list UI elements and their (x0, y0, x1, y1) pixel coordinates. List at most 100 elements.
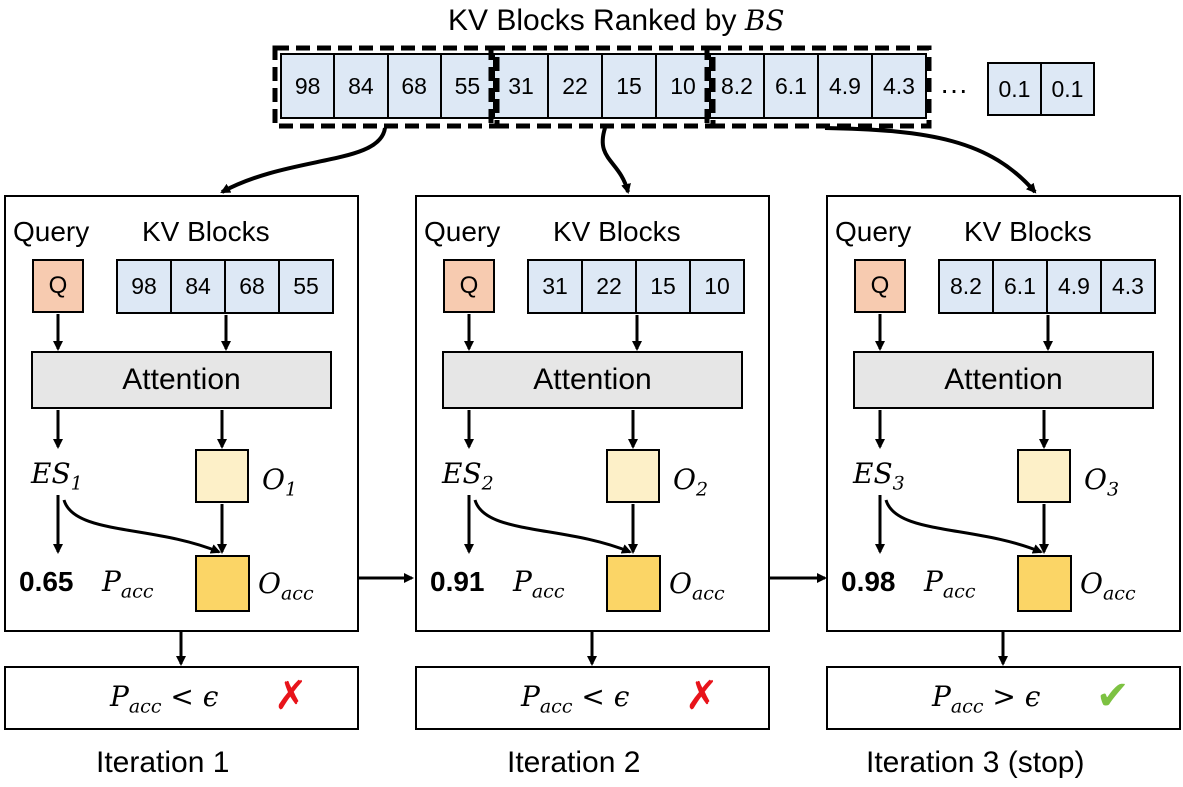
iteration-caption: Iteration 2 (507, 746, 641, 779)
cond-p-symbol: P (521, 680, 540, 713)
es-symbol: ES (442, 457, 482, 490)
partial-output-box (1017, 449, 1071, 503)
o-acc-label: Oacc (669, 570, 725, 604)
p-subscript: acc (942, 580, 976, 603)
ranked-block: 98 (294, 72, 321, 99)
cond-p-symbol: P (932, 680, 951, 713)
es-label: ES1 (31, 460, 83, 494)
p-acc-label: Pacc (924, 568, 975, 602)
cond-subscript: acc (950, 695, 984, 718)
kv-block: 31 (542, 273, 568, 299)
iteration-caption: Iteration 3 (stop) (866, 746, 1085, 779)
ranked-ellipsis: ··· (940, 74, 968, 105)
ranked-block: 55 (439, 55, 493, 117)
es-to-oacc-arrow (473, 499, 632, 554)
o-subscript: 3 (1106, 478, 1120, 501)
oacc-symbol: O (258, 567, 281, 600)
kv-block: 4.3 (1100, 261, 1154, 312)
p-acc-label: Pacc (102, 568, 153, 602)
kv-block-row: 8.2 6.1 4.9 4.3 (938, 259, 1156, 314)
cross-icon: ✗ (685, 674, 719, 718)
ranked-block: 31 (508, 72, 534, 99)
ranked-block: 15 (601, 55, 655, 117)
p-symbol: P (513, 565, 532, 598)
kv-blocks-label: KV Blocks (553, 216, 681, 247)
title-text: KV Blocks Ranked by (448, 4, 745, 37)
iteration-panel (415, 195, 770, 632)
ranked-block: 4.9 (817, 55, 871, 117)
o-symbol: O (1084, 463, 1107, 496)
attention-box: Attention (853, 351, 1154, 409)
kv-block: 10 (689, 261, 743, 312)
o-label: O3 (1084, 466, 1119, 500)
accumulated-output-box (1017, 555, 1072, 612)
query-label: Query (835, 216, 912, 247)
query-label: Query (424, 216, 501, 247)
kv-block: 22 (581, 261, 635, 312)
cross-icon: ✗ (274, 674, 308, 718)
condition-box (415, 666, 770, 730)
p-acc-label: Pacc (513, 568, 564, 602)
query-label: Query (13, 216, 90, 247)
ranked-block: 84 (333, 55, 386, 117)
partial-output-box (195, 449, 249, 503)
es-symbol: ES (853, 457, 893, 490)
o-subscript: 2 (695, 478, 709, 501)
partial-output-box (606, 449, 660, 503)
feed-arrow-2 (600, 127, 631, 194)
o-subscript: 1 (284, 478, 298, 501)
accumulated-output-box (195, 555, 250, 612)
condition-label: Pacc < ϵ (521, 683, 629, 717)
attention-box: Attention (31, 351, 332, 409)
o-acc-label: Oacc (258, 570, 314, 604)
iteration-panel (4, 195, 359, 632)
es-label: ES2 (442, 460, 494, 494)
p-subscript: acc (120, 580, 154, 603)
oacc-symbol: O (669, 567, 692, 600)
ranked-block: 6.1 (763, 55, 817, 117)
kv-block: 68 (224, 261, 278, 312)
kv-block: 4.9 (1046, 261, 1100, 312)
check-icon: ✔ (1096, 674, 1130, 718)
es-subscript: 1 (70, 472, 83, 495)
ranked-block: 10 (655, 55, 709, 117)
query-box: Q (443, 259, 495, 313)
es-to-oacc-arrow (62, 499, 221, 554)
ranked-block: 4.3 (871, 55, 925, 117)
dashed-group-3 (704, 45, 932, 129)
accumulated-output-box (606, 555, 661, 612)
kv-block: 15 (635, 261, 689, 312)
p-subscript: acc (531, 580, 565, 603)
es-to-oacc-arrow (884, 499, 1043, 554)
ranked-block: 0.1 (998, 75, 1031, 102)
cond-operator: < ϵ (581, 680, 630, 713)
feed-arrow-1 (220, 127, 387, 194)
condition-box (4, 666, 359, 730)
cond-subscript: acc (128, 695, 162, 718)
kv-block: 55 (278, 261, 332, 312)
kv-block: 8.2 (950, 273, 982, 299)
query-box: Q (32, 259, 84, 313)
ranked-group-3: 8.2 6.1 4.9 4.3 (709, 53, 927, 119)
cond-subscript: acc (539, 695, 573, 718)
o-symbol: O (262, 463, 285, 496)
ranked-group-1: 98 84 68 55 (280, 53, 495, 119)
query-box: Q (854, 259, 906, 313)
cond-operator: < ϵ (170, 680, 219, 713)
es-subscript: 2 (481, 472, 494, 495)
kv-block-row: 31 22 15 10 (527, 259, 745, 314)
o-symbol: O (673, 463, 696, 496)
iteration-panel (826, 195, 1181, 632)
cond-operator: > ϵ (992, 680, 1041, 713)
kv-block: 84 (170, 261, 224, 312)
o-label: O1 (262, 466, 297, 500)
attention-box: Attention (442, 351, 743, 409)
p-value: 0.91 (430, 566, 485, 597)
iteration-caption: Iteration 1 (96, 746, 230, 779)
diagram-title: KV Blocks Ranked by BS (448, 6, 785, 36)
oacc-subscript: acc (691, 582, 725, 605)
title-math: BS (744, 4, 785, 37)
o-acc-label: Oacc (1080, 570, 1136, 604)
ranked-block: 22 (547, 55, 601, 117)
